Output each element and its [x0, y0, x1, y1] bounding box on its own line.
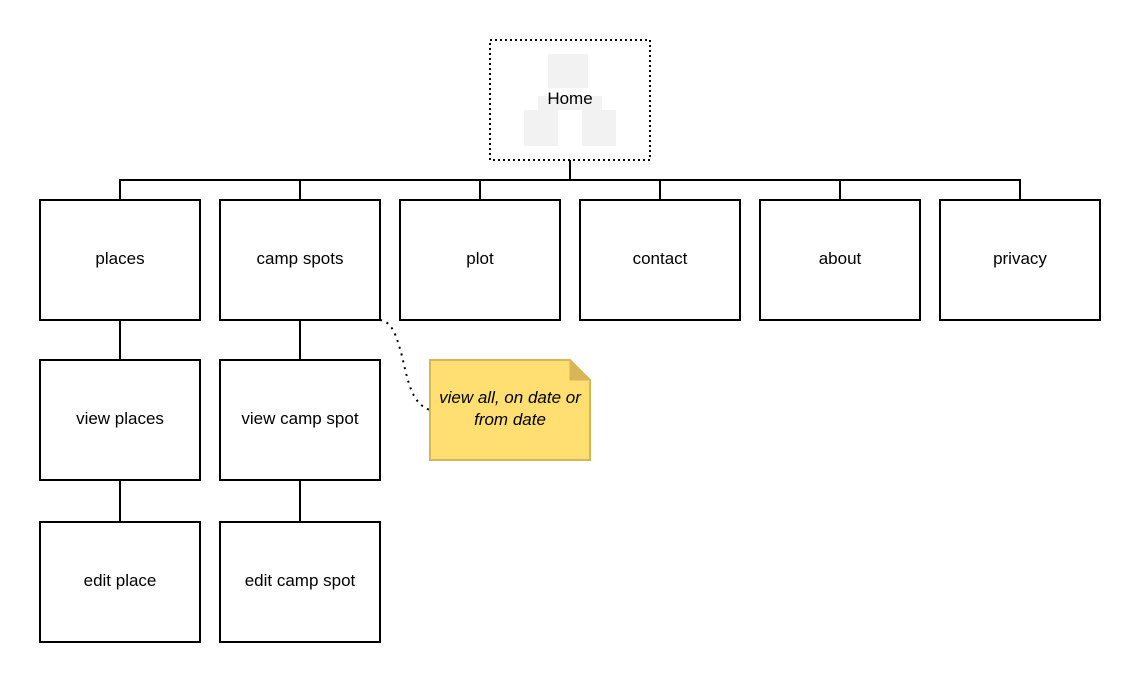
view-places-label: view places — [76, 409, 164, 428]
node-places[interactable]: places — [39, 199, 201, 321]
plot-label: plot — [466, 249, 494, 268]
node-home[interactable]: Home — [489, 39, 651, 161]
node-edit-camp-spot[interactable]: edit camp spot — [219, 521, 381, 643]
contact-label: contact — [633, 249, 688, 268]
edit-camp-spot-label: edit camp spot — [245, 571, 356, 590]
sticky-note[interactable]: view all, on date or from date — [429, 358, 592, 461]
child-connectors — [119, 320, 301, 522]
view-camp-spot-label: view camp spot — [241, 409, 358, 428]
note-text-line1: view all, on date or — [439, 388, 582, 407]
node-view-camp-spot[interactable]: view camp spot — [219, 359, 381, 481]
about-label: about — [819, 249, 862, 268]
note-body — [429, 359, 591, 461]
note-text-line2: from date — [474, 410, 546, 429]
places-label: places — [95, 249, 144, 268]
node-plot[interactable]: plot — [399, 199, 561, 321]
home-label: Home — [547, 89, 592, 108]
node-privacy[interactable]: privacy — [939, 199, 1101, 321]
root-connectors — [119, 160, 1021, 200]
edit-place-label: edit place — [84, 571, 157, 590]
node-view-places[interactable]: view places — [39, 359, 201, 481]
sitemap-icon — [524, 54, 616, 146]
node-about[interactable]: about — [759, 199, 921, 321]
note-link — [379, 319, 431, 411]
node-contact[interactable]: contact — [579, 199, 741, 321]
note-fold — [569, 358, 592, 381]
camp-spots-label: camp spots — [257, 249, 344, 268]
node-edit-place[interactable]: edit place — [39, 521, 201, 643]
privacy-label: privacy — [993, 249, 1047, 268]
node-camp-spots[interactable]: camp spots — [219, 199, 381, 321]
